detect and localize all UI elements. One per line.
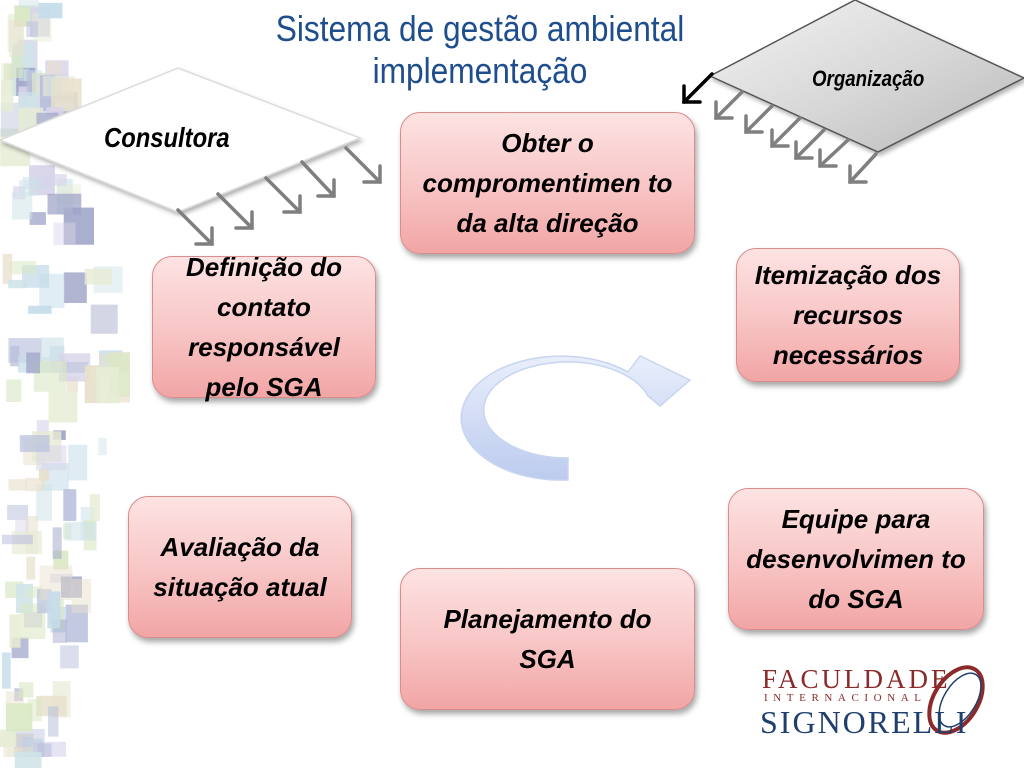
- title-line-1: Sistema de gestão ambiental: [275, 8, 685, 49]
- mosaic-tile: [7, 748, 19, 757]
- step-avaliacao-box: Avaliação da situação atual: [128, 496, 352, 638]
- mosaic-tile: [63, 272, 87, 303]
- step-itemizacao-box: Itemização dos recursos necessários: [736, 248, 960, 382]
- mosaic-tile: [1, 652, 11, 689]
- mosaic-tile: [14, 751, 42, 768]
- consultora-arrows: [176, 146, 382, 246]
- mosaic-tile: [14, 688, 23, 701]
- step-itemizacao-text: Itemização dos recursos necessários: [754, 260, 942, 370]
- mosaic-tile: [6, 379, 22, 402]
- mosaic-tile: [28, 305, 52, 314]
- mosaic-tile: [96, 367, 119, 404]
- mosaic-tile: [60, 576, 82, 598]
- mosaic-tile: [84, 365, 100, 403]
- mosaic-tile: [60, 645, 79, 669]
- mosaic-tile: [84, 268, 113, 285]
- mosaic-tile: [26, 71, 36, 96]
- mosaic-tile: [26, 586, 43, 599]
- mosaic-tile: [8, 479, 27, 491]
- mosaic-tile: [8, 279, 28, 289]
- mosaic-tile: [1, 534, 33, 545]
- title-line-2: implementação: [372, 50, 588, 91]
- step-planejamento-text: Planejamento do SGA: [443, 604, 652, 674]
- mosaic-tile: [64, 522, 97, 541]
- step-obter-box: Obter o compromentimen to da alta direçã…: [400, 112, 695, 254]
- organizacao-label: Organização: [812, 66, 925, 91]
- logo-line-2: INTERNACIONAL: [764, 692, 927, 704]
- slide-title: Sistema de gestão ambiental implementaçã…: [207, 8, 753, 92]
- step-avaliacao-text: Avaliação da situação atual: [153, 532, 327, 602]
- consultora-shape: [0, 67, 363, 213]
- mosaic-tile: [0, 729, 17, 747]
- step-definicao-box: Definição do contato responsável pelo SG…: [152, 252, 376, 402]
- mosaic-tile: [39, 273, 65, 308]
- mosaic-tile: [98, 437, 107, 456]
- mosaic-tile: [42, 174, 67, 186]
- mosaic-tile: [25, 478, 45, 492]
- logo-swoosh: [927, 665, 985, 735]
- cycle-arrow: [460, 355, 692, 481]
- mosaic-tile: [62, 362, 88, 373]
- step-equipe-box: Equipe para desenvolvimen to do SGA: [728, 488, 984, 630]
- step-definicao-text: Definição do contato responsável pelo SG…: [185, 252, 342, 402]
- step-obter-text: Obter o compromentimen to da alta direçã…: [422, 128, 673, 238]
- mosaic-tile: [19, 682, 34, 698]
- logo-line-3: SIGNORELLI: [760, 704, 969, 740]
- organizacao-arrows: [714, 90, 878, 184]
- mosaic-tile: [26, 352, 41, 374]
- organizacao-shape: [708, 0, 1024, 153]
- mosaic-tile: [2, 253, 13, 285]
- mosaic-tile: [9, 20, 25, 58]
- mosaic-tile: [36, 484, 52, 521]
- mosaic-tile: [19, 435, 50, 452]
- step-equipe-text: Equipe para desenvolvimen to do SGA: [746, 504, 966, 614]
- mosaic-tile: [90, 304, 118, 334]
- mosaic-tile: [18, 0, 39, 9]
- mosaic-tile: [71, 579, 92, 613]
- mosaic-decoration: [0, 0, 130, 768]
- mosaic-tile: [26, 556, 36, 580]
- mosaic-tile: [5, 703, 33, 732]
- mosaic-tile: [9, 261, 36, 275]
- mosaic-tile: [7, 504, 29, 520]
- mosaic-tile: [53, 222, 76, 246]
- mosaic-tile: [47, 591, 61, 629]
- mosaic-tile: [38, 2, 63, 19]
- mosaic-tile: [66, 376, 78, 392]
- mosaic-tile: [99, 353, 110, 377]
- mosaic-tile: [51, 78, 82, 112]
- mosaic-tile: [65, 604, 88, 643]
- mosaic-tile: [63, 489, 77, 521]
- logo-line-1: FACULDADE: [762, 664, 951, 694]
- mosaic-tile: [48, 391, 78, 423]
- mosaic-tile: [11, 54, 24, 78]
- mosaic-tile: [68, 444, 88, 481]
- step-planejamento-box: Planejamento do SGA: [400, 568, 695, 710]
- mosaic-tile: [36, 695, 67, 717]
- faculdade-logo: FACULDADE INTERNACIONAL SIGNORELLI: [756, 660, 1006, 744]
- mosaic-tile: [26, 21, 38, 38]
- mosaic-tile: [0, 80, 14, 112]
- mosaic-tile: [106, 353, 130, 364]
- mosaic-tile: [38, 468, 50, 481]
- mosaic-tile: [89, 494, 100, 522]
- mosaic-tile: [18, 68, 29, 81]
- mosaic-tile: [29, 212, 46, 225]
- mosaic-tile: [52, 527, 62, 559]
- mosaic-tile: [11, 191, 33, 220]
- mosaic-tile: [9, 614, 21, 648]
- mosaic-tile: [47, 193, 82, 215]
- consultora-label: Consultora: [104, 122, 230, 153]
- mosaic-tile: [48, 706, 59, 737]
- mosaic-tile: [46, 107, 64, 116]
- black-arrow: [682, 72, 714, 104]
